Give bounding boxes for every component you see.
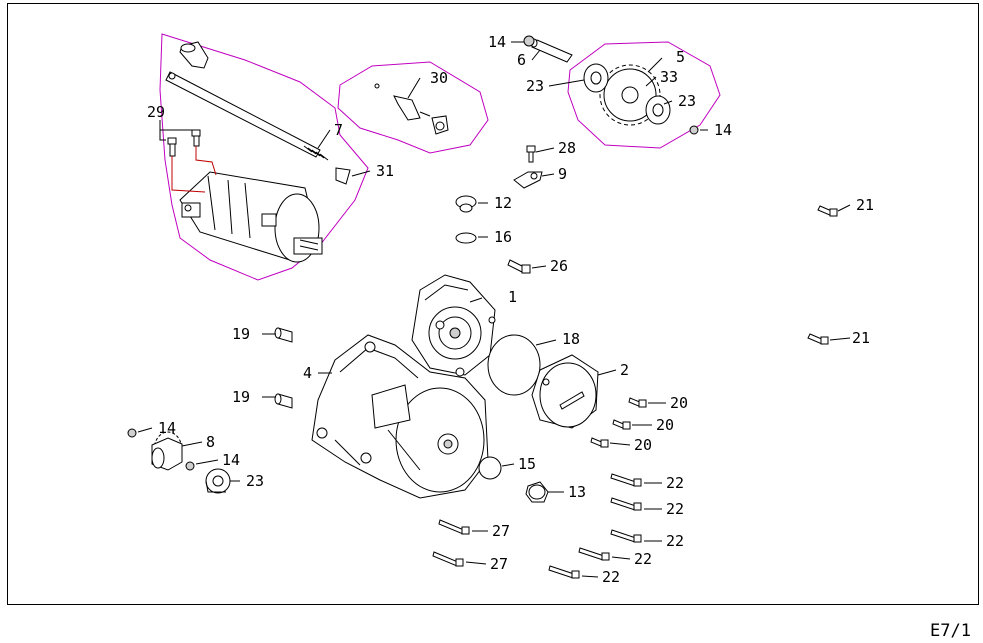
callout-2: 2	[620, 361, 629, 379]
callout-14: 14	[158, 419, 176, 437]
callout-20: 20	[656, 416, 674, 434]
callout-8: 8	[206, 433, 215, 451]
bolts-29	[159, 120, 217, 193]
callout-7: 7	[334, 121, 343, 139]
callout-14: 14	[714, 121, 732, 139]
callout-31: 31	[376, 162, 394, 180]
o-ring-15	[478, 456, 502, 480]
group-5-outline	[567, 41, 721, 149]
pump-cover-1	[411, 274, 496, 376]
bracket-9	[513, 171, 543, 189]
callout-14: 14	[488, 33, 506, 51]
diagram-frame	[7, 3, 979, 605]
bolt-21-top	[817, 205, 838, 217]
callout-22: 22	[666, 500, 684, 518]
callout-12: 12	[494, 194, 512, 212]
nut-14-right	[689, 125, 699, 135]
callout-22: 22	[666, 532, 684, 550]
callout-22: 22	[634, 550, 652, 568]
o-ring-18	[487, 334, 541, 396]
callout-29: 29	[147, 103, 165, 121]
bolts-22	[548, 473, 642, 579]
bearing-23-left	[205, 468, 231, 494]
callout-23: 23	[678, 92, 696, 110]
page-label: E7/1	[930, 621, 971, 641]
callout-28: 28	[558, 139, 576, 157]
callout-27: 27	[492, 522, 510, 540]
bolt-21-mid	[807, 333, 829, 345]
callout-6: 6	[517, 51, 526, 69]
callout-22: 22	[666, 474, 684, 492]
callout-9: 9	[558, 165, 567, 183]
nut-14-lower-left	[185, 461, 195, 471]
callout-30: 30	[430, 69, 448, 87]
callout-5: 5	[676, 48, 685, 66]
bolt-28	[526, 145, 536, 163]
callout-26: 26	[550, 257, 568, 275]
group-30-outline	[337, 61, 489, 154]
bolts-20	[590, 397, 647, 448]
callout-21: 21	[852, 329, 870, 347]
callout-4: 4	[303, 364, 312, 382]
callout-16: 16	[494, 228, 512, 246]
callout-19: 19	[232, 388, 250, 406]
callout-22: 22	[602, 568, 620, 586]
callout-19: 19	[232, 325, 250, 343]
callout-23: 23	[526, 77, 544, 95]
leader-lines	[137, 41, 851, 578]
callout-23: 23	[246, 472, 264, 490]
grommet-12	[455, 195, 477, 213]
callout-14: 14	[222, 451, 240, 469]
cover-2	[531, 354, 599, 429]
callout-15: 15	[518, 455, 536, 473]
callout-20: 20	[634, 436, 652, 454]
callout-27: 27	[490, 555, 508, 573]
bolts-27	[432, 519, 470, 567]
starter-cable	[165, 71, 351, 185]
callout-1: 1	[508, 288, 517, 306]
bearings-23-group5	[583, 63, 671, 125]
group-30-parts	[374, 83, 449, 135]
bolt-26	[507, 259, 531, 274]
rubber-boot	[179, 41, 209, 69]
shaft-6	[530, 38, 573, 63]
callout-labels: 14 6 5 30 33 23 23 14 7 29 31 28 9 12 16…	[147, 33, 874, 586]
nut-14-top	[523, 35, 535, 47]
gear-33	[599, 64, 661, 126]
starter-motor	[179, 171, 323, 263]
dowel-19-top	[274, 327, 293, 343]
plug-13	[525, 481, 549, 503]
gear-8	[151, 431, 183, 471]
callout-33: 33	[660, 68, 678, 86]
callout-21: 21	[856, 196, 874, 214]
dowel-19-bottom	[274, 393, 293, 409]
callout-13: 13	[568, 483, 586, 501]
callout-18: 18	[562, 330, 580, 348]
callout-20: 20	[670, 394, 688, 412]
main-housing-4	[311, 334, 489, 499]
o-ring-16	[455, 232, 477, 244]
nut-14-left	[127, 428, 137, 438]
